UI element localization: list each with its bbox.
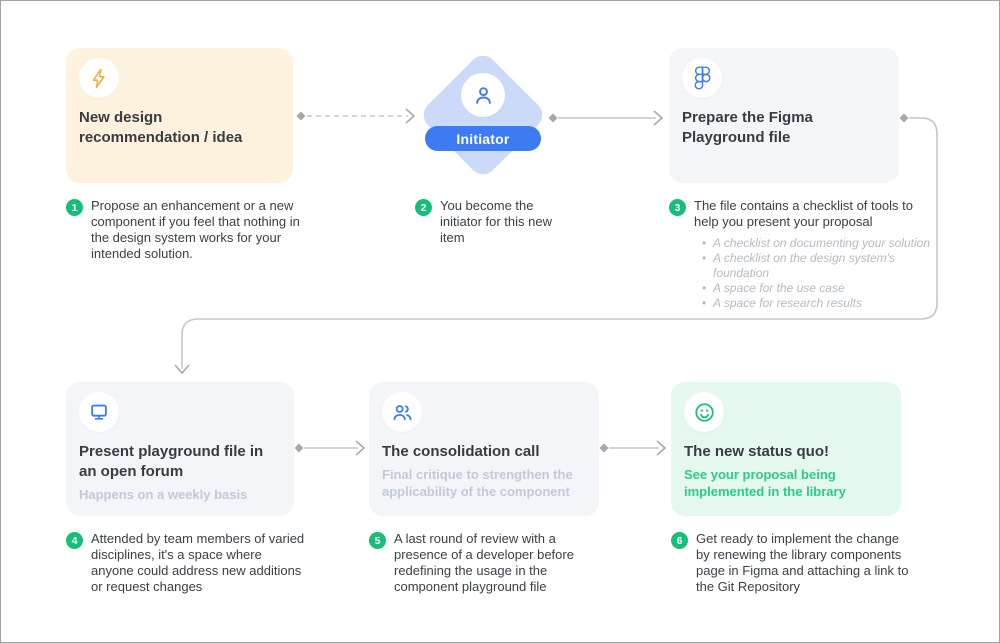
bullet-item: A space for the use case (702, 281, 948, 296)
step-2: 2 You become the initiator for this new … (415, 198, 578, 246)
step-text: You become the initiator for this new it… (440, 198, 552, 245)
node-status-quo: The new status quo! See your proposal be… (671, 382, 901, 516)
node-subtitle: Final critique to strengthen the applica… (382, 467, 573, 499)
lightning-icon (79, 58, 119, 98)
step-text: A last round of review with a presence o… (394, 531, 574, 594)
bullet-item: A space for research results (702, 296, 948, 311)
step-text: Get ready to implement the change by ren… (696, 531, 909, 594)
monitor-icon (79, 392, 119, 432)
node-figma-file: Prepare the Figma Playground file (669, 48, 899, 183)
node-title: The consolidation call (382, 443, 540, 460)
step-4: 4 Attended by team members of varied dis… (66, 531, 305, 595)
node-subtitle: See your proposal being implemented in t… (684, 467, 846, 499)
step-text: Attended by team members of varied disci… (91, 531, 305, 594)
smiley-icon (684, 392, 724, 432)
initiator-badge: Initiator (425, 126, 541, 151)
node-consolidation-call: The consolidation call Final critique to… (369, 382, 599, 516)
node-new-design: New design recommendation / idea (66, 48, 293, 183)
step-5: 5 A last round of review with a presence… (369, 531, 608, 595)
node-title: Prepare the Figma Playground file (682, 109, 813, 146)
step-number-badge: 4 (66, 532, 83, 549)
people-icon (382, 392, 422, 432)
step-number-badge: 2 (415, 199, 432, 216)
step-3: 3 The file contains a checklist of tools… (669, 198, 948, 311)
step-number-badge: 5 (369, 532, 386, 549)
node-subtitle: Happens on a weekly basis (79, 487, 248, 502)
node-open-forum: Present playground file in an open forum… (66, 382, 294, 516)
bullet-item: A checklist on the design system's found… (702, 251, 948, 280)
person-icon (461, 73, 505, 117)
node-title: New design recommendation / idea (79, 109, 243, 146)
step-number-badge: 3 (669, 199, 686, 216)
step-number-badge: 6 (671, 532, 688, 549)
step-text: Propose an enhancement or a new componen… (91, 198, 300, 261)
step-6: 6 Get ready to implement the change by r… (671, 531, 910, 595)
step-bullet-list: A checklist on documenting your solution… (694, 236, 948, 310)
step-number-badge: 1 (66, 199, 83, 216)
step-1: 1 Propose an enhancement or a new compon… (66, 198, 305, 262)
figma-icon (682, 58, 722, 98)
node-title: The new status quo! (684, 443, 830, 460)
step-text: The file contains a checklist of tools t… (694, 198, 913, 229)
node-title: Present playground file in an open forum (79, 443, 264, 480)
bullet-item: A checklist on documenting your solution (702, 236, 948, 251)
